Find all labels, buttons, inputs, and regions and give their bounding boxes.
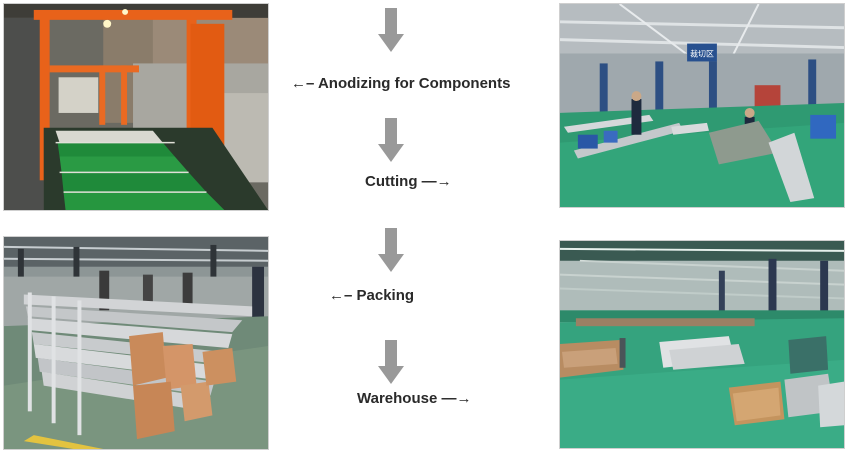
- step-warehouse-label: Warehouse —→: [357, 390, 472, 407]
- packing-photo: [3, 236, 269, 450]
- warehouse-photo: [559, 240, 845, 449]
- anodizing-photo: [3, 3, 269, 211]
- down-arrow-icon: [378, 8, 404, 52]
- down-arrow-icon: [378, 118, 404, 162]
- step-packing-label: ←– Packing: [329, 287, 415, 304]
- step-cutting-label: Cutting —→: [365, 173, 452, 190]
- down-arrow-icon: [378, 228, 404, 272]
- step-anodizing-label: ←– Anodizing for Components: [291, 75, 511, 92]
- area-sign: 裁切区: [690, 48, 714, 58]
- cutting-photo: 裁切区: [559, 3, 845, 208]
- down-arrow-icon: [378, 340, 404, 384]
